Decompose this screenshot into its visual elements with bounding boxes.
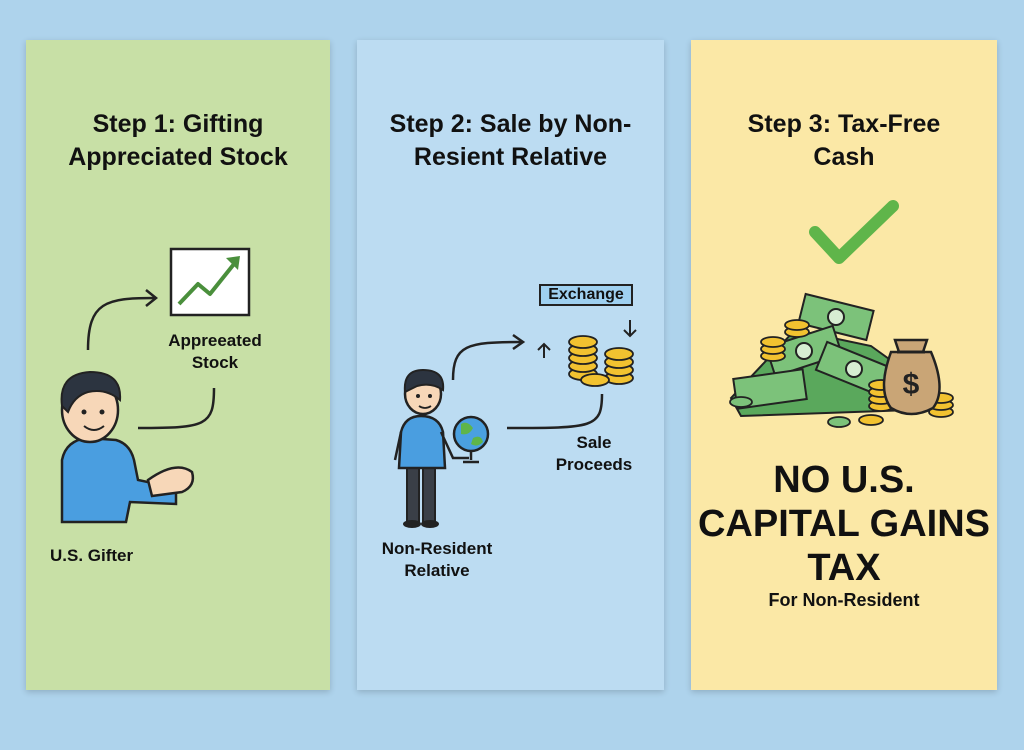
step-1-panel: Step 1: Gifting Appreciated Stock Appree… (26, 40, 330, 690)
down-arrow-icon (623, 320, 637, 338)
step-1-illustration (60, 247, 251, 524)
tax-subtext: For Non-Resident (768, 590, 920, 610)
step-1-title: Step 1: Gifting Appreciated Stock (68, 110, 288, 171)
step-2-illustration (393, 320, 637, 528)
gifter-label: U.S. Gifter (50, 546, 134, 565)
exchange-box: Exchange (539, 284, 633, 306)
gifter-person (60, 370, 195, 524)
coins-icon (568, 335, 634, 387)
step-3-title: Step 3: Tax-Free Cash (747, 110, 941, 171)
proceeds-label: Sale Proceeds (555, 433, 633, 474)
money-bag-icon: $ (882, 338, 941, 416)
relative-person (393, 368, 469, 528)
stock-label: Appreeated Stock (168, 331, 262, 372)
up-arrow-icon (537, 342, 551, 358)
connector-line (137, 387, 216, 430)
svg-text:$: $ (903, 368, 920, 401)
step-2-title: Step 2: Sale by Non-Resient Relative (389, 110, 632, 171)
proceeds-line (506, 393, 604, 430)
step-3-panel: Step 3: Tax-Free Cash (691, 40, 997, 690)
globe-icon (452, 415, 490, 464)
gift-arrow (86, 296, 155, 351)
step-3-illustration: $ (729, 200, 954, 428)
checkmark-icon (809, 200, 899, 264)
sale-arrow-head (512, 333, 526, 351)
tax-headline: NO U.S. CAPITAL GAINS TAX (697, 459, 991, 589)
relative-label: Non-Resident Relative (381, 539, 493, 580)
gift-arrow-head (145, 289, 159, 307)
stock-chart-icon (169, 247, 251, 317)
step-2-panel: Step 2: Sale by Non-Resient Relative Exc… (357, 40, 664, 690)
sale-arrow (451, 340, 522, 381)
